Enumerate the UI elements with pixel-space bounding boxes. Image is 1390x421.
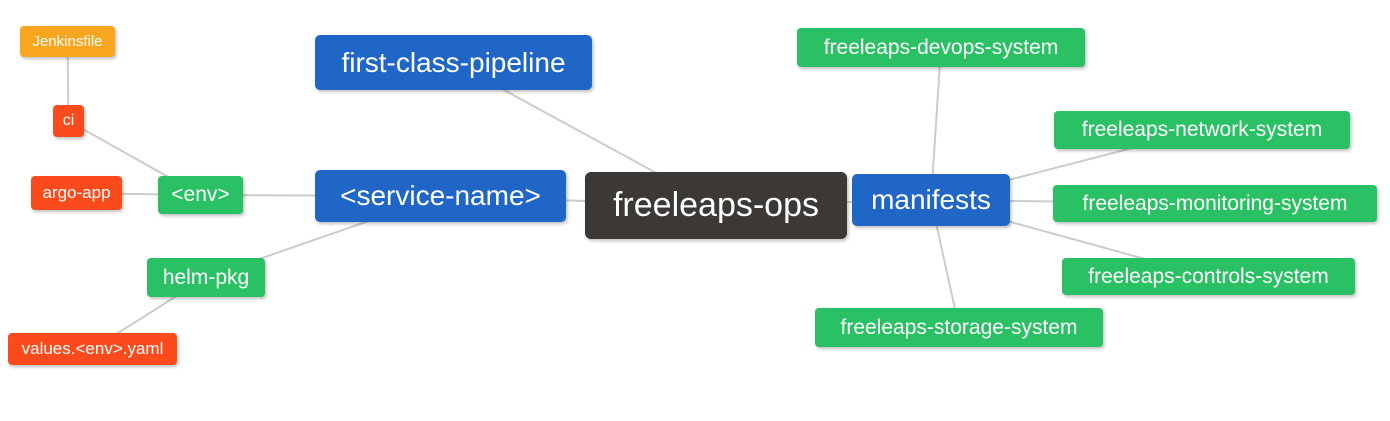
- node-first-class-pipeline[interactable]: first-class-pipeline: [315, 35, 592, 90]
- node-freeleaps-monitoring-system[interactable]: freeleaps-monitoring-system: [1053, 185, 1377, 222]
- node-env[interactable]: <env>: [158, 176, 243, 214]
- node-freeleaps-storage-system[interactable]: freeleaps-storage-system: [815, 308, 1103, 347]
- node-freeleaps-devops-system[interactable]: freeleaps-devops-system: [797, 28, 1085, 67]
- node-jenkinsfile[interactable]: Jenkinsfile: [20, 26, 115, 57]
- node-ci[interactable]: ci: [53, 105, 84, 137]
- node-freeleaps-ops[interactable]: freeleaps-ops: [585, 172, 847, 239]
- node-manifests[interactable]: manifests: [852, 174, 1010, 226]
- node-helm-pkg[interactable]: helm-pkg: [147, 258, 265, 297]
- node-values-env-yaml[interactable]: values.<env>.yaml: [8, 333, 177, 365]
- node-argo-app[interactable]: argo-app: [31, 176, 122, 210]
- node-freeleaps-network-system[interactable]: freeleaps-network-system: [1054, 111, 1350, 149]
- node-freeleaps-controls-system[interactable]: freeleaps-controls-system: [1062, 258, 1355, 295]
- node-service-name[interactable]: <service-name>: [315, 170, 566, 222]
